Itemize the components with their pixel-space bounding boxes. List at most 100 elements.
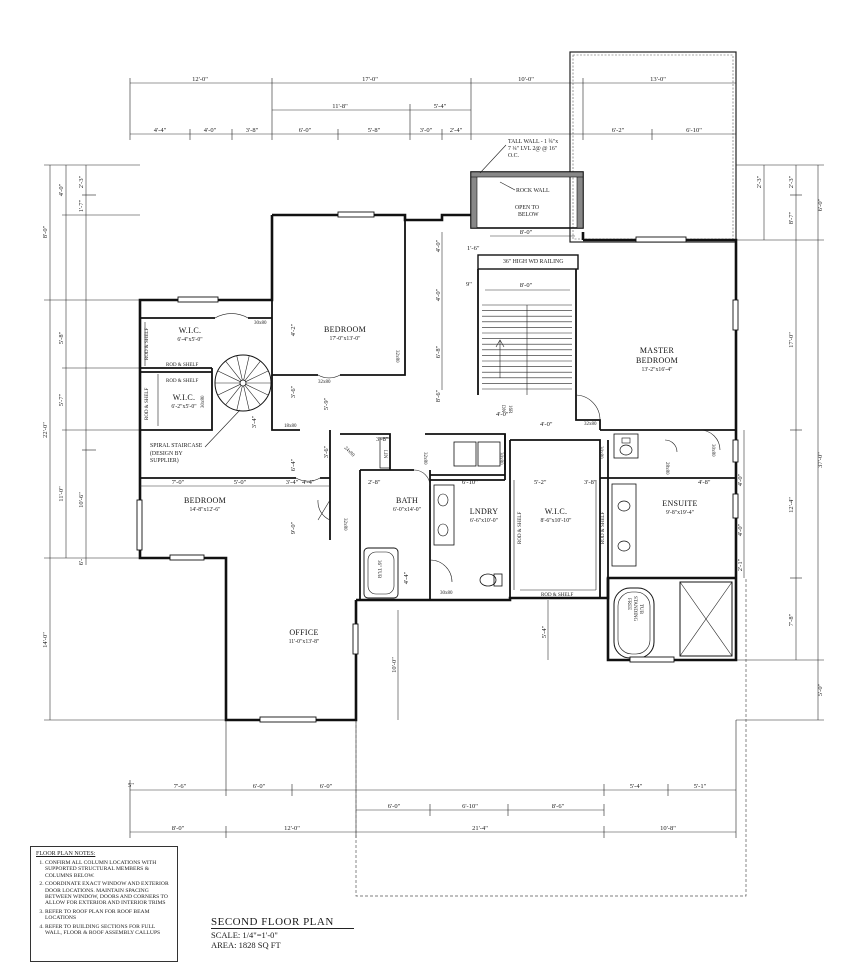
spiral-spokes [215,355,271,411]
dim-stair-8-6: 8'-6" [435,389,442,402]
dim-top2-a: 11'-8" [332,103,348,110]
room-master-name-2: BEDROOM [636,356,678,365]
dim-ensuite-5-4: 5'-4" [541,625,548,638]
bottom-dimensions: 5" 7'-6" 6'-0" 6'-0" 5'-4" 5'-1" 6'-0" 6… [128,720,737,838]
door-ens-closet: 30x80 [710,444,715,457]
dim-bot1-d: 5'-4" [630,783,643,790]
plan-area: AREA: 1828 SQ FT [211,940,281,950]
open-below-label-1: OPEN TO [515,205,539,211]
rock-wall-label: ROCK WALL [516,188,550,194]
tub-label: 36" TUB [376,560,381,579]
rod-shelf-wic3-a: ROD & SHELF [518,512,523,544]
stairs-dn-label: DN [500,405,505,413]
dim-leftin-a: 2'-3" [78,175,85,188]
dim-rightmid-e: 7'-8" [788,613,795,626]
rod-shelf-wic3-b: ROD & SHELF [601,512,606,544]
right-dimensions: 6'-0" 37'-0" 5'-0" 2'-3" 8'-7" 17'-0" 12… [736,164,824,721]
room-office-name: OFFICE [289,628,318,637]
rod-shelf-wic2: ROD & SHELF [166,379,198,384]
door-18x80: 18x80 [284,424,297,429]
door-ensuite: 30x80 [598,446,603,459]
dim-hall-6-10: 6'-10" [462,479,478,486]
note-item: REFER TO BUILDING SECTIONS FOR FULL WALL… [45,924,172,937]
rod-shelf-wic1-side: ROD & SHELF [145,328,150,360]
interior-walls [140,220,736,600]
dim-bot3-b: 12'-0" [284,825,300,832]
dim-b1-3-6: 3'-6" [290,385,297,398]
door-bath-lower: 30x80 [440,591,453,596]
spiral-tread [217,370,241,382]
dim-leftin-b: 1'-7" [78,199,85,212]
tall-wall-label-1: TALL WALL - 1 ¾"x [508,138,558,145]
spiral-tread [236,355,243,381]
spiral-tread [243,385,250,411]
dim-bot3-a: 8'-0" [172,825,185,832]
tall-wall-label-3: O.C. [508,153,520,159]
notes-list: CONFIRM ALL COLUMN LOCATIONS WITH SUPPOR… [36,860,172,936]
door-laundry: 30x80 [498,452,503,465]
main-stairs: 36" HIGH WD RAILING 1'-6" 9" 8'-0" DN 16… [435,232,579,428]
door-b1-wic: 30x80 [254,321,267,326]
windows [136,211,739,723]
top-dimensions: 12'-0" 17'-0" 10'-0" 13'-0" 11'-8" 5'-4"… [129,76,737,240]
dim-rightin-b: 4'-0" [737,473,744,486]
dim-hall-3-8b: 3'-8" [584,479,597,486]
spiral-tread [236,385,243,411]
dim-leftmid-d: 11'-0" [58,486,65,502]
dim-left-b: 22'-0" [42,422,49,438]
dim-bot1-c: 6'-0" [320,783,333,790]
plan-scale: SCALE: 1/4"=1'-0" [211,930,278,940]
dim-stair-6-8: 6'-8" [435,345,442,358]
note-item: CONFIRM ALL COLUMN LOCATIONS WITH SUPPOR… [45,860,172,879]
dim-leftmid-b: 5'-8" [58,331,65,344]
dim-top1-b: 17'-0" [362,76,378,83]
dim-b1-4-2: 4'-2" [290,323,297,336]
dim-rightin-a: 2'-3" [756,175,763,188]
title-block: SECOND FLOOR PLAN SCALE: 1/4"=1'-0" AREA… [211,912,411,950]
dim-bot2-c: 8'-6" [552,803,565,810]
notes-title: FLOOR PLAN NOTES: [36,851,96,857]
room-ensuite-size: 9'-8"x19'-4" [666,510,694,516]
dim-top1-c: 10'-0" [518,76,534,83]
spiral-tread [225,360,242,381]
dim-rightmid-c: 17'-0" [788,332,795,348]
room-bedroom2-size: 14'-8"x12'-6" [190,507,221,513]
dim-open-8: 8'-0" [520,229,533,236]
room-laundry-name: LNDRY [470,507,499,516]
spiral-tread [225,385,242,406]
dim-leftmid-c: 5'-7" [58,393,65,406]
dim-stair-4a: 4'-0" [435,239,442,252]
dim-stair-4b: 4'-0" [435,288,442,301]
spiral-tread [245,384,269,396]
doors: 30x80 32x80 32x80 30x80 18x80 24x80 32x8… [201,313,721,596]
dim-hall-4-8: 4'-8" [698,479,711,486]
dim-right-a: 6'-0" [817,198,824,211]
dim-bot3-d: 10'-8" [660,825,676,832]
dim-leftmid-a: 4'-0" [58,183,65,196]
room-office-size: 11'-0"x13'-8" [289,639,320,645]
room-master-size: 13'-2"x16'-4" [642,367,673,373]
room-bath-size: 6'-0"x14'-0" [393,507,421,513]
dim-top3-a: 4'-4" [154,127,167,134]
dim-office-10: 10'-0" [391,657,398,673]
dim-bot2-a: 6'-0" [388,803,401,810]
room-wic3-size: 8'-6"x10'-10" [541,518,572,524]
deck-outline [355,578,747,897]
tall-wall-label-2: 7 ¼" LVL 2@ @ 16" [508,146,557,152]
dim-bath-4-4: 4'-4" [403,571,410,584]
free-tub-label-1: FREE [626,598,631,610]
door-master: 32x80 [584,422,597,427]
room-wic1-size: 6'-4"x5'-0" [177,337,202,343]
door-24x80: 24x80 [343,446,356,459]
dim-b2-9: 9'-0" [290,521,297,534]
room-bedroom1-name: BEDROOM [324,325,366,334]
door-b1: 32x80 [318,380,331,385]
dim-bot1-a: 7'-6" [174,783,187,790]
dim-wall-1-6: 1'-6" [467,245,480,252]
dim-b2-5: 5'-0" [234,479,247,486]
dim-rail-8: 8'-0" [520,282,533,289]
dim-top3-b: 4'-0" [204,127,217,134]
dim-bottom-small: 5" [128,782,134,789]
dim-b2-6-4: 6'-4" [290,458,297,471]
free-tub-label-2: STANDING [632,596,637,622]
